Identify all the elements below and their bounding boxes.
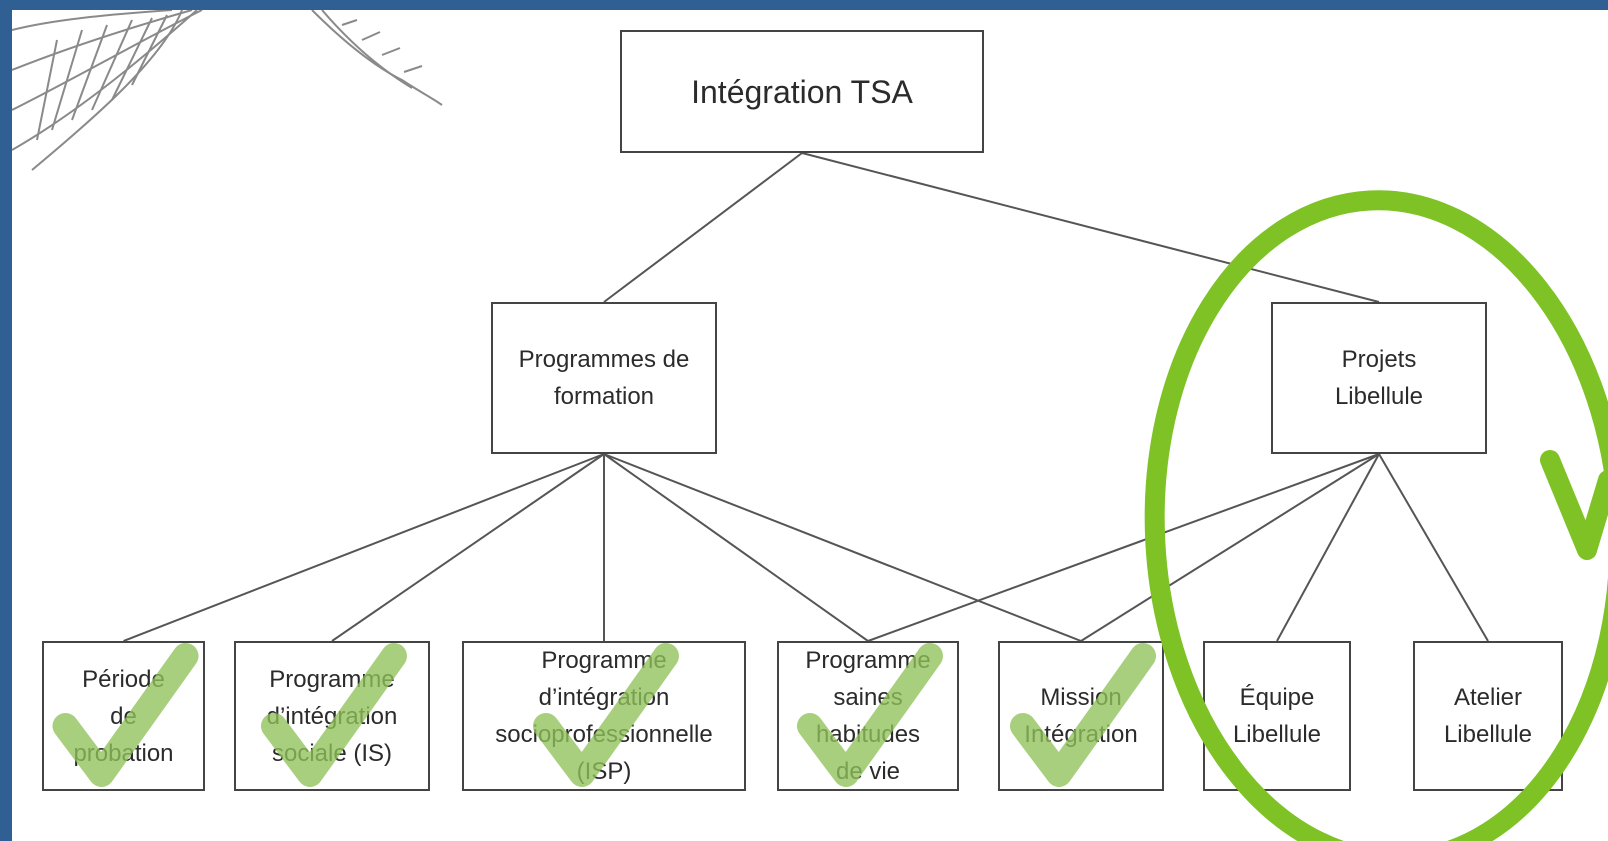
edge-projets-mission	[1080, 453, 1380, 642]
leaf-atelier-label: Atelier Libellule	[1443, 684, 1533, 748]
corner-sketch-decoration	[12, 10, 443, 171]
node-programmes-label: Programmes de formation	[518, 346, 690, 410]
node-programmes-de-formation: Programmes de formation	[491, 302, 717, 454]
leaf-programme-integration-socioprofessionnelle: Programme d’intégration socioprofessionn…	[462, 641, 746, 791]
partial-checkmark-icon	[1540, 450, 1608, 560]
leaf-atelier-libellule: Atelier Libellule	[1413, 641, 1563, 791]
node-projets-libellule: Projets Libellule	[1271, 302, 1487, 454]
edge-projets-equipe	[1276, 453, 1380, 642]
root-node-integration-tsa: Intégration TSA	[620, 30, 984, 153]
leaf-programme-saines-habitudes-de-vie: Programme saines habitudes de vie	[777, 641, 959, 791]
edge-root-programmes	[603, 152, 803, 303]
leaf-equipe-label: Équipe Libellule	[1232, 684, 1322, 748]
root-node-label: Intégration TSA	[691, 73, 913, 110]
diagram-canvas: Intégration TSA Programmes de formation …	[12, 10, 1608, 841]
edge-programmes-periode	[123, 453, 605, 642]
leaf-equipe-libellule: Équipe Libellule	[1203, 641, 1351, 791]
edge-programmes-saines	[603, 453, 869, 642]
leaf-isp-label: Programme d’intégration socioprofessionn…	[495, 647, 713, 785]
leaf-is-label: Programme d’intégration sociale (IS)	[266, 665, 398, 767]
leaf-periode-label: Période de probation	[73, 665, 174, 767]
node-projets-label: Projets Libellule	[1334, 346, 1424, 410]
edge-projets-saines	[867, 453, 1380, 642]
leaf-saines-label: Programme saines habitudes de vie	[805, 647, 931, 785]
edge-root-projets	[801, 152, 1380, 303]
leaf-mission-label: Mission Intégration	[1024, 684, 1138, 748]
edge-programmes-mission	[603, 453, 1082, 642]
leaf-periode-de-probation: Période de probation	[42, 641, 205, 791]
leaf-mission-integration: Mission Intégration	[998, 641, 1164, 791]
edge-programmes-is	[331, 453, 605, 642]
edge-projets-atelier	[1378, 453, 1489, 642]
leaf-programme-integration-sociale: Programme d’intégration sociale (IS)	[234, 641, 430, 791]
